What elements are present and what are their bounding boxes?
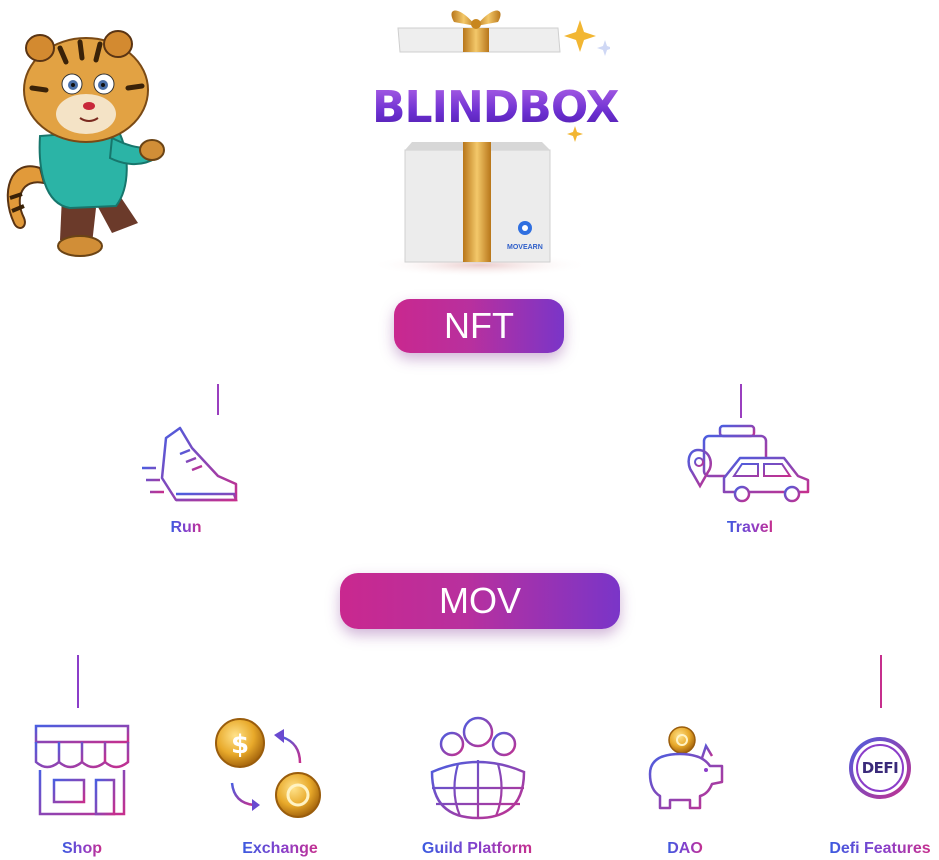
guild-label: Guild Platform (421, 840, 533, 857)
travel-label: Travel (726, 519, 774, 536)
shop-label: Shop (62, 840, 102, 857)
running-shoe-icon (142, 426, 238, 502)
nft-node: NFT (394, 299, 564, 353)
defi-badge-text: DEFI (861, 759, 899, 777)
exchange-label: Exchange (242, 840, 318, 857)
storefront-icon (34, 724, 130, 816)
tiger-mascot-icon (6, 30, 165, 257)
mov-node: MOV (340, 573, 620, 629)
blindbox-gift-icon (370, 10, 610, 277)
defi-label: Defi Features (829, 840, 931, 857)
piggy-bank-icon (648, 726, 724, 810)
guild-globe-icon (430, 716, 526, 820)
box-brand-label: MOVEARN (507, 244, 543, 251)
svg-text:$: $ (231, 730, 249, 760)
defi-badge-icon: DEFI (849, 737, 911, 799)
coin-exchange-icon: $ (215, 718, 321, 818)
dao-label: DAO (667, 840, 703, 857)
run-label: Run (170, 519, 202, 536)
blindbox-title: BLINDBOX (372, 82, 620, 133)
car-luggage-icon (687, 424, 810, 503)
